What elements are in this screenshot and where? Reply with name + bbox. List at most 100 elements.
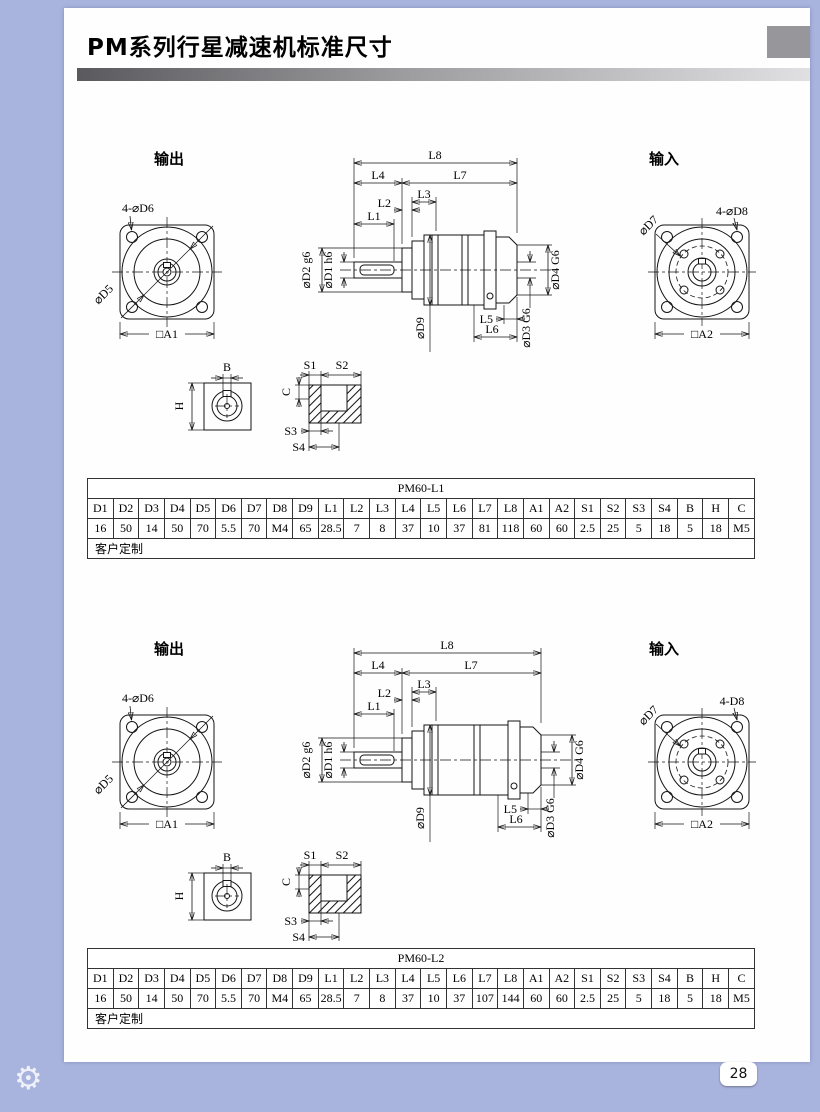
value-cell: 70 xyxy=(189,988,217,1009)
column-header: L1 xyxy=(317,498,345,519)
value-cell: 18 xyxy=(651,518,678,539)
value-cell: 60 xyxy=(522,988,550,1009)
table-title: PM60-L1 xyxy=(87,478,755,499)
dim-d1-label: ⌀D1 h6 xyxy=(321,252,335,289)
column-header: L6 xyxy=(445,498,473,519)
dim-4-d6-label: 4-⌀D6 xyxy=(122,201,154,215)
value-cell: M4 xyxy=(266,518,294,539)
column-header: S2 xyxy=(599,498,627,519)
value-cell: 65 xyxy=(292,988,319,1009)
column-header: D1 xyxy=(87,968,114,989)
dim-d9-label: ⌀D9 xyxy=(413,317,427,339)
value-cell: 144 xyxy=(497,988,524,1009)
value-cell: 60 xyxy=(548,518,576,539)
column-header: L8 xyxy=(497,498,524,519)
value-cell: 5 xyxy=(625,518,653,539)
input-flange-view xyxy=(648,708,756,816)
side-view xyxy=(340,230,556,310)
dim-d1-label: ⌀D1 h6 xyxy=(321,742,335,779)
value-cell: 5 xyxy=(676,518,704,539)
value-cell: M4 xyxy=(266,988,294,1009)
column-header: A2 xyxy=(548,968,576,989)
corner-decoration xyxy=(767,26,810,58)
column-header: S3 xyxy=(625,968,653,989)
value-cell: 60 xyxy=(548,988,576,1009)
value-cell: 70 xyxy=(189,518,217,539)
column-header: B xyxy=(676,968,704,989)
column-header: L2 xyxy=(343,968,371,989)
column-header: D9 xyxy=(292,968,319,989)
column-header: A2 xyxy=(548,498,576,519)
input-flange-view xyxy=(648,218,756,326)
dim-a1-label: □A1 xyxy=(156,817,178,831)
column-header: D6 xyxy=(215,498,242,519)
dim-c-label: C xyxy=(279,878,293,886)
column-header: A1 xyxy=(522,498,550,519)
dim-d9-label: ⌀D9 xyxy=(413,807,427,829)
output-flange-view xyxy=(112,217,222,327)
dim-c-label: C xyxy=(279,388,293,396)
value-cell: 60 xyxy=(522,518,550,539)
dim-l5-label: L5 xyxy=(480,312,493,326)
dim-l2-label: L2 xyxy=(378,196,391,210)
dim-4-d8-label: 4-⌀D8 xyxy=(716,204,748,218)
column-header: D2 xyxy=(112,498,140,519)
column-header: L7 xyxy=(471,498,499,519)
input-label: 输入 xyxy=(649,640,679,658)
dim-l5-label: L5 xyxy=(504,802,517,816)
column-header: L7 xyxy=(471,968,499,989)
dim-a1-label: □A1 xyxy=(156,327,178,341)
dim-l1-label: L1 xyxy=(367,209,380,223)
value-cell: 8 xyxy=(369,988,396,1009)
content-panel: PM系列行星减速机标准尺寸 输出 输入 4-⌀ xyxy=(64,8,810,1062)
value-cell: 28.5 xyxy=(317,988,345,1009)
value-cell: 50 xyxy=(163,518,191,539)
dim-s3-label: S3 xyxy=(284,424,297,438)
dim-l3-label: L3 xyxy=(417,677,430,691)
value-cell: 8 xyxy=(369,518,396,539)
column-header: A1 xyxy=(522,968,550,989)
dim-s2-label: S2 xyxy=(336,358,349,372)
value-cell: 37 xyxy=(394,988,422,1009)
output-flange-dims: 4-⌀D6 ⌀D5 □A1 xyxy=(91,201,214,341)
column-header: L5 xyxy=(420,968,447,989)
table-title-row: PM60-L1 xyxy=(87,478,755,499)
column-header: D2 xyxy=(112,968,140,989)
dim-s3-label: S3 xyxy=(284,914,297,928)
dim-s1-label: S1 xyxy=(304,358,317,372)
column-header: C xyxy=(728,968,755,989)
dim-a2-label: □A2 xyxy=(691,327,713,341)
column-header: S4 xyxy=(651,498,678,519)
value-cell: 5.5 xyxy=(215,518,242,539)
dim-4-d6-label: 4-⌀D6 xyxy=(122,691,154,705)
dim-l8-label: L8 xyxy=(428,148,441,162)
value-cell: 70 xyxy=(240,988,268,1009)
dim-d7-label: ⌀D7 xyxy=(636,703,661,728)
value-cell: 10 xyxy=(420,988,447,1009)
dim-b-label: B xyxy=(223,850,231,864)
table-title-row: PM60-L2 xyxy=(87,948,755,969)
value-cell: 37 xyxy=(445,518,473,539)
column-header: L4 xyxy=(394,498,422,519)
dim-d4-label: ⌀D4 G6 xyxy=(572,740,586,780)
value-cell: 70 xyxy=(240,518,268,539)
side-view xyxy=(340,720,580,800)
dim-l4-label: L4 xyxy=(371,658,384,672)
dim-s4-label: S4 xyxy=(292,930,305,944)
value-cell: 37 xyxy=(394,518,422,539)
dim-l7-label: L7 xyxy=(464,658,477,672)
column-header: S4 xyxy=(651,968,678,989)
dim-d2-label: ⌀D2 g6 xyxy=(299,742,313,779)
side-view-dims: L8 L4 L7 L3 L2 L1 ⌀D1 h6 ⌀D2 g6 xyxy=(299,148,562,352)
dim-l6-label: L6 xyxy=(509,812,522,826)
column-header: C xyxy=(728,498,755,519)
column-header: D5 xyxy=(189,968,217,989)
input-label: 输入 xyxy=(649,150,679,168)
table-footer-row: 客户定制 xyxy=(87,538,755,559)
dim-l1-label: L1 xyxy=(367,699,380,713)
column-header: D8 xyxy=(266,968,294,989)
column-header: D9 xyxy=(292,498,319,519)
